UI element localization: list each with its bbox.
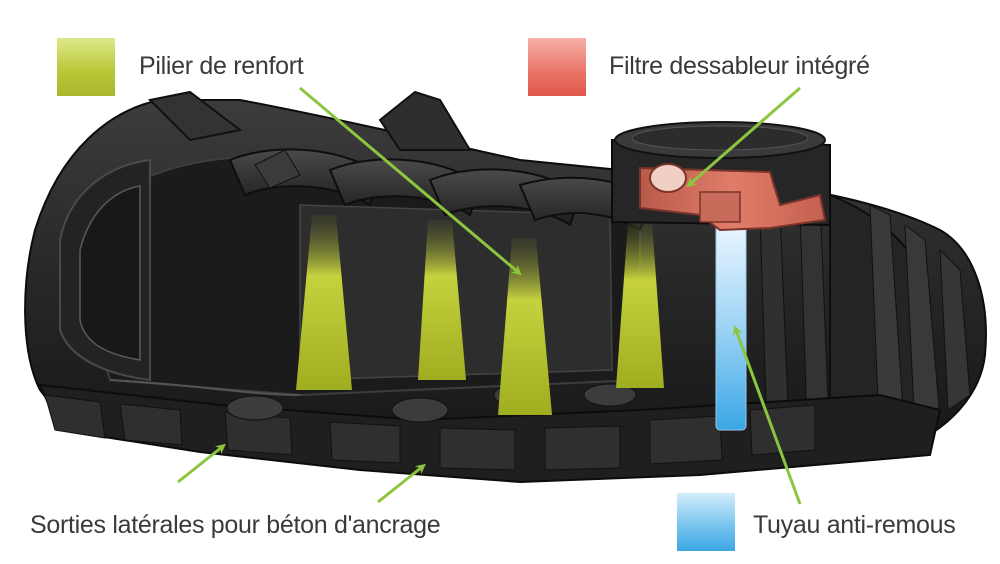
filtre-color-swatch [528,38,586,96]
anti-surge-pipe [716,225,746,430]
filtre-label: Filtre dessableur intégré [609,52,870,81]
filter-assembly [612,122,830,230]
pilier-color-swatch [57,38,115,96]
tuyau-label: Tuyau anti-remous [753,511,955,540]
tuyau-color-swatch [677,493,735,551]
sorties-label: Sorties latérales pour béton d'ancrage [30,511,440,540]
pilier-label: Pilier de renfort [139,52,303,81]
